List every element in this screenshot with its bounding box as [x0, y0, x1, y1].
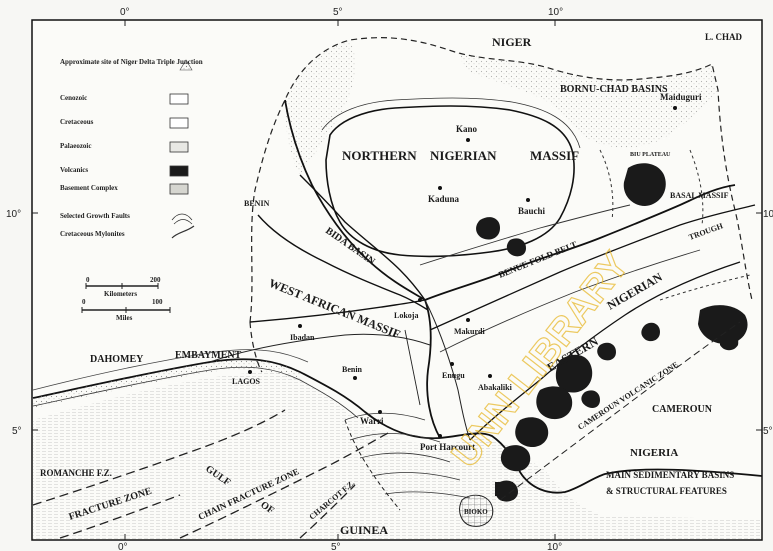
anambra-basin-west	[404, 329, 421, 406]
label-embayment: EMBAYMENT	[175, 350, 242, 361]
label-cameroun: CAMEROUN	[652, 404, 713, 415]
scale-km-end: 200	[150, 276, 161, 284]
legend-growth-faults-label: Selected Growth Faults	[60, 212, 130, 220]
label-warri: Warri	[360, 416, 384, 426]
tick-right-10: 10°	[763, 209, 773, 220]
tick-left-10: 10°	[6, 209, 21, 220]
eastern-massif-edge	[469, 261, 741, 441]
tick-bottom-0: 0°	[118, 542, 128, 551]
scale-km-start: 0	[86, 276, 90, 284]
legend-cenozoic-label: Cenozoic	[60, 94, 87, 102]
label-basal-massif: BASAL MASSIF	[670, 191, 729, 200]
bioko-island	[459, 494, 494, 527]
map-title-nigeria: NIGERIA	[630, 447, 678, 459]
tick-top-5: 5°	[333, 7, 343, 18]
label-kano: Kano	[456, 124, 478, 134]
map-title-line2: MAIN SEDIMENTARY BASINS	[606, 470, 734, 480]
fracture-zones	[32, 409, 391, 539]
label-benin-border: BENIN	[244, 199, 270, 208]
scale-mi-unit: Miles	[116, 314, 133, 322]
label-romanche: ROMANCHE F.Z.	[40, 468, 112, 478]
legend-mylonites-label: Cretaceous Mylonites	[60, 230, 125, 238]
tick-right-5: 5°	[763, 426, 773, 437]
benue-trough-inner	[439, 249, 701, 353]
label-nigerian: NIGERIAN	[430, 148, 497, 163]
northern-massif-outer	[321, 97, 581, 149]
label-abakaliki: Abakaliki	[478, 383, 513, 392]
ocean-area	[33, 372, 762, 539]
scale-mi-end: 100	[152, 298, 163, 306]
benue-trough-north-edge	[419, 204, 631, 266]
label-lake-chad: L. CHAD	[705, 32, 743, 42]
legend-palaeozoic-swatch	[169, 141, 189, 153]
delta-boundary	[344, 419, 401, 511]
coastal-shelf	[33, 359, 300, 408]
label-enugu: Enugu	[442, 371, 465, 380]
label-lagos: LAGOS	[232, 377, 261, 386]
map-title-line3: & STRUCTURAL FEATURES	[606, 486, 727, 496]
bornu-basin-fill	[455, 52, 718, 148]
benue-trough-south-edge	[429, 204, 756, 331]
river-niger	[284, 99, 441, 439]
label-lokoja: Lokoja	[394, 311, 418, 320]
tick-bottom-5: 5°	[331, 542, 341, 551]
town-markers	[248, 106, 677, 438]
label-bornu-chad: BORNU-CHAD BASINS	[560, 84, 668, 95]
tick-left-5: 5°	[12, 426, 22, 437]
label-makurdi: Makurdi	[454, 327, 485, 336]
legend-volcanics-label: Volcanics	[60, 166, 88, 174]
sokoto-basin-fill	[285, 40, 356, 175]
map-legend: Approximate site of Niger Delta Triple J…	[60, 58, 203, 322]
label-massif: MASSIF	[530, 148, 579, 163]
label-northern: NORTHERN	[342, 148, 417, 163]
mylonite-symbol	[171, 225, 195, 239]
label-niger: NIGER	[492, 35, 532, 49]
label-benin-city: Benin	[342, 365, 363, 374]
scale-bar: 0 200 Kilometers 0 100 Miles	[81, 276, 171, 322]
tick-top-10: 10°	[548, 7, 563, 18]
mylonites	[599, 149, 751, 301]
volcanics	[476, 163, 748, 502]
label-ibadan: Ibadan	[290, 333, 315, 342]
label-bauchi: Bauchi	[518, 206, 546, 216]
northern-massif-outline	[325, 105, 575, 258]
bida-basin-south-edge	[257, 214, 429, 311]
legend-cenozoic-swatch	[169, 93, 189, 105]
legend-cretaceous-swatch	[169, 117, 189, 129]
legend-basement-label: Basement Complex	[60, 184, 118, 192]
coast-offset-north	[32, 349, 309, 391]
label-dahomey: DAHOMEY	[90, 354, 144, 365]
scale-mi-start: 0	[82, 298, 86, 306]
label-port-harcourt: Port Harcourt	[420, 442, 475, 452]
tick-bottom-10: 10°	[547, 542, 562, 551]
label-maiduguri: Maiduguri	[660, 92, 702, 102]
triple-junction-symbol	[179, 59, 193, 71]
legend-basement-swatch	[169, 183, 189, 195]
legend-palaeozoic-label: Palaeozoic	[60, 142, 92, 150]
growth-faults	[344, 412, 471, 499]
tick-top-0: 0°	[120, 7, 130, 18]
label-biu-plateau: BIU PLATEAU	[630, 152, 671, 158]
legend-cretaceous-label: Cretaceous	[60, 118, 94, 126]
cameroun-volcanic-line	[499, 321, 741, 501]
river-benue	[424, 184, 736, 301]
bioko-volcanic	[495, 482, 513, 496]
legend-triple-junction-label: Approximate site of Niger Delta Triple J…	[60, 58, 203, 66]
scale-km-unit: Kilometers	[104, 290, 137, 298]
label-bioko: BIOKO	[464, 508, 488, 516]
anambra-basin-east	[424, 299, 471, 441]
legend-volcanics-swatch	[169, 165, 189, 177]
bida-basin-north-edge	[299, 174, 426, 301]
label-guinea: GUINEA	[340, 523, 388, 537]
label-kaduna: Kaduna	[428, 194, 460, 204]
border-benin-south	[249, 321, 263, 373]
growth-fault-symbol	[171, 213, 193, 225]
